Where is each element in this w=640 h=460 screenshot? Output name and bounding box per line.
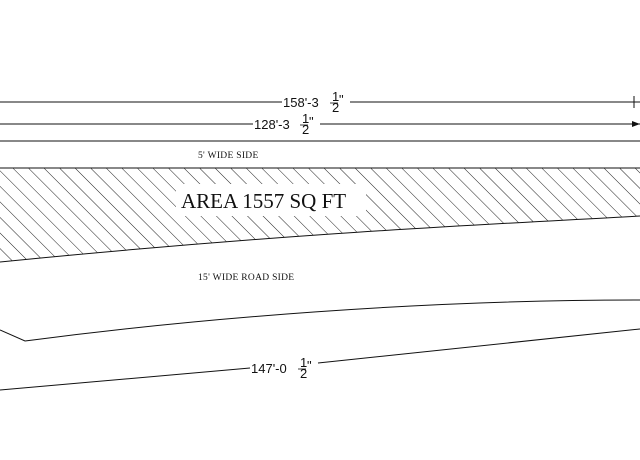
dimension-bottom: 147'-0 1 2 " <box>0 328 640 391</box>
dimension-top-inner-frac-num: 1 <box>302 111 309 126</box>
dimension-top-inner-label: 128'-3 <box>254 117 290 132</box>
side-5ft-label: 5' WIDE SIDE <box>198 151 259 161</box>
dimension-bottom-suffix: " <box>307 358 312 373</box>
road-boundary-curve <box>0 299 640 342</box>
area-label-backdrop <box>176 184 366 216</box>
dimension-bottom-label: 147'-0 <box>251 361 287 376</box>
dimension-bottom-frac-num: 1 <box>300 355 307 370</box>
road-15ft-label: 15' WIDE ROAD SIDE <box>198 273 294 283</box>
dimension-top-overall-label: 158'-3 <box>283 95 319 110</box>
area-label: AREA 1557 SQ FT <box>181 189 346 213</box>
dimension-top-inner-suffix: " <box>309 114 314 129</box>
dimension-top-inner: 128'-3 1 2 " <box>0 111 640 137</box>
dimension-top-overall-frac-num: 1 <box>332 89 339 104</box>
dimension-top-overall-frac-den: 2 <box>332 100 339 115</box>
dimension-top-inner-frac-den: 2 <box>302 122 309 137</box>
dimension-top-overall: 158'-3 1 2 " <box>0 89 640 115</box>
dimension-top-overall-suffix: " <box>339 92 344 107</box>
hatched-area: AREA 1557 SQ FT <box>0 167 640 263</box>
dimension-bottom-frac-den: 2 <box>300 366 307 381</box>
